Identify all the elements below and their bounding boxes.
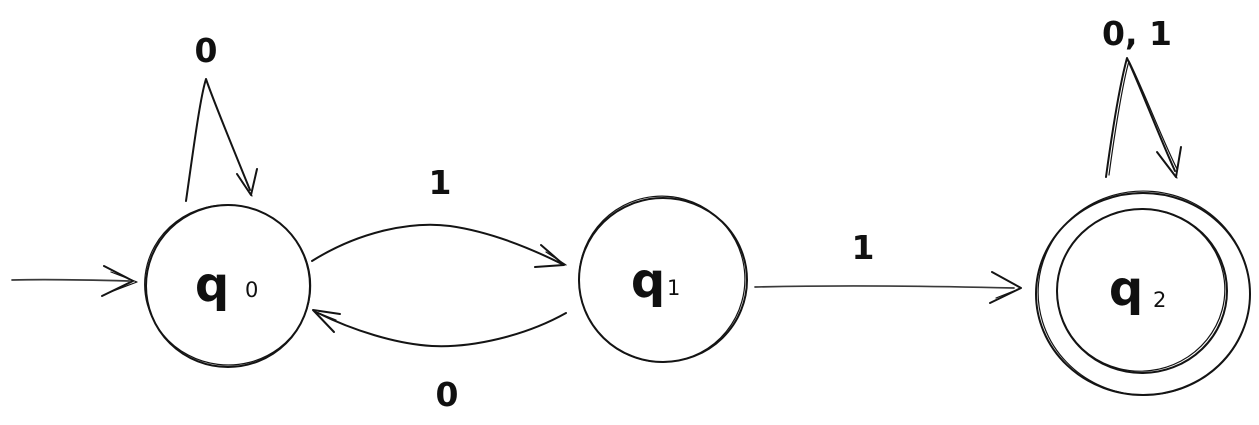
- state-q2-label: q: [1109, 261, 1143, 317]
- start-arrowhead-sketch: [107, 271, 138, 294]
- state-q0-circle-sketch: [144, 204, 312, 366]
- transition-q0-q1: 1: [311, 163, 567, 268]
- transition-q1-q2-label: 1: [852, 228, 875, 267]
- transition-q1-q2-arrowhead: [989, 271, 1022, 304]
- start-arrow-shaft: [11, 278, 130, 282]
- state-q2-inner-circle-sketch: [1056, 208, 1226, 372]
- state-q2-subscript: 2: [1153, 288, 1166, 312]
- transition-q1-q0-arrowhead: [312, 309, 341, 333]
- transition-q0-q0-arrowhead-sketch: [241, 181, 253, 197]
- state-q1-circle-sketch: [578, 195, 746, 363]
- transition-q0-q0: 0: [185, 31, 258, 202]
- transition-q2-q2-arrowhead-sketch: [1161, 158, 1178, 179]
- transition-q2-q2-arc-sketch: [1108, 60, 1178, 176]
- state-q2: q 2: [1035, 190, 1251, 396]
- transition-q1-q0-arc: [317, 312, 567, 348]
- transition-q0-q0-label: 0: [195, 31, 218, 70]
- state-q0-label: q: [195, 257, 229, 313]
- transition-q1-q0-label: 0: [436, 375, 459, 414]
- transition-q0-q1-arrowhead: [534, 244, 565, 268]
- transition-q2-q2: 0, 1: [1102, 14, 1182, 179]
- state-q1-label: q: [631, 253, 665, 309]
- transition-q2-q2-arc: [1105, 57, 1176, 178]
- transition-q1-q2-arrowhead-sketch: [995, 288, 1020, 299]
- transition-q0-q1-arrowhead-sketch: [545, 251, 567, 266]
- transition-q0-q1-label: 1: [429, 163, 452, 202]
- state-q0: q 0: [144, 204, 312, 368]
- state-q1-subscript: 1: [667, 276, 680, 300]
- state-q0-subscript: 0: [245, 278, 258, 302]
- transition-q2-q2-label: 0, 1: [1102, 14, 1172, 53]
- start-arrow: [11, 265, 138, 297]
- transition-q0-q1-arc: [311, 223, 563, 265]
- transition-q1-q2-shaft: [754, 285, 1015, 289]
- state-q2-outer-circle-sketch: [1037, 190, 1251, 396]
- transition-q1-q0: 0: [312, 309, 567, 414]
- transition-q1-q0-arrowhead-sketch: [315, 311, 337, 321]
- transition-q1-q2: 1: [754, 228, 1022, 304]
- transition-q0-q0-arc: [185, 78, 251, 202]
- state-q1: q 1: [578, 195, 748, 363]
